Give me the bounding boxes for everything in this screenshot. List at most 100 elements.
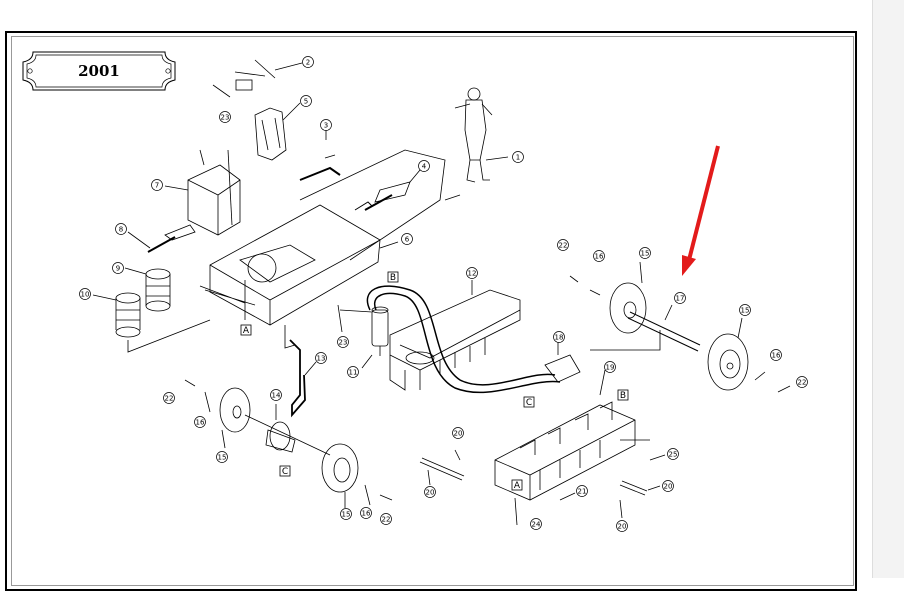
callout-text-20d: 20: [618, 523, 627, 531]
part-13-cable: [244, 280, 343, 418]
part-18-bracket: [544, 342, 581, 383]
callout-text-22c: 22: [559, 242, 568, 250]
callout-22d: [796, 376, 808, 388]
callout-23b: [337, 336, 349, 348]
callout-16a: [194, 416, 206, 428]
callout-text-22d: 22: [798, 379, 807, 387]
callout-text-24: 24: [532, 521, 541, 529]
callout-text-4: 4: [422, 163, 427, 171]
callout-text-7: 7: [155, 182, 159, 190]
part-12-frame: [389, 280, 521, 391]
callout-25: [667, 448, 679, 460]
callout-text-2: 2: [306, 59, 310, 67]
callout-2: [302, 56, 314, 68]
box-labels: A B C C B A: [240, 271, 629, 491]
part-7-box: [164, 149, 241, 236]
part-1-figure: [444, 87, 509, 201]
callout-15d: [739, 304, 751, 316]
callout-15c: [639, 247, 651, 259]
part-19-truck-frame: [494, 330, 661, 501]
callout-18: [553, 331, 565, 343]
part-11-motor: [339, 285, 561, 394]
callout-6: [401, 233, 413, 245]
callout-text-16c: 16: [595, 253, 604, 261]
callout-1: [512, 151, 524, 163]
part-5-clip: [254, 102, 301, 161]
callout-text-10: 10: [81, 291, 90, 299]
callout-9: [112, 262, 124, 274]
callout-text-15c: 15: [641, 250, 650, 258]
callout-5: [300, 95, 312, 107]
vertical-scrollbar[interactable]: [872, 0, 904, 578]
year-plaque: [22, 51, 176, 91]
callout-15a: [216, 451, 228, 463]
callout-7: [151, 179, 163, 191]
callout-11: [347, 366, 359, 378]
part-20-pins: [419, 449, 666, 526]
callout-text-23a: 23: [221, 114, 230, 122]
box-label-a: A: [243, 326, 250, 336]
part-9-10-cylinders: [92, 267, 211, 353]
callout-text-6: 6: [405, 236, 410, 244]
callout-text-5: 5: [304, 98, 308, 106]
callout-10: [79, 288, 91, 300]
year-label: 2001: [78, 62, 120, 80]
callout-text-16d: 16: [772, 352, 781, 360]
box-label-c: C: [282, 467, 288, 477]
callout-13: [315, 352, 327, 364]
callout-text-15b: 15: [342, 511, 351, 519]
part-17-rear-axle: [569, 261, 791, 393]
callout-text-21: 21: [578, 488, 587, 496]
callouts: [79, 56, 808, 532]
callout-22b: [380, 513, 392, 525]
callout-text-18: 18: [555, 334, 564, 342]
callout-text-12: 12: [468, 270, 477, 278]
callout-text-19: 19: [606, 364, 615, 372]
callout-numbers: 1 2 3 4 5 6 7 8 9 10 11 12 13 14 15 15 1…: [81, 59, 807, 531]
box-label-b: B: [390, 273, 396, 283]
callout-text-23b: 23: [339, 339, 348, 347]
callout-text-9: 9: [116, 265, 120, 273]
callout-20a: [452, 427, 464, 439]
part-8-lever: [127, 224, 196, 253]
exploded-parts-diagram: A B C C B A: [79, 56, 808, 532]
callout-19: [604, 361, 616, 373]
callout-23a: [219, 111, 231, 123]
callout-20c: [662, 480, 674, 492]
callout-22c: [557, 239, 569, 251]
callout-12: [466, 267, 478, 279]
callout-text-20b: 20: [426, 489, 435, 497]
callout-text-13: 13: [317, 355, 326, 363]
callout-text-22b: 22: [382, 516, 391, 524]
callout-8: [115, 223, 127, 235]
callout-text-15a: 15: [218, 454, 227, 462]
box-label-c-2: C: [526, 398, 532, 408]
box-label-b-2: B: [620, 391, 626, 401]
part-2-bracket: [212, 59, 303, 98]
callout-20b: [424, 486, 436, 498]
callout-15b: [340, 508, 352, 520]
callout-text-22a: 22: [165, 395, 174, 403]
callout-text-14: 14: [272, 392, 281, 400]
callout-text-15d: 15: [741, 307, 750, 315]
callout-text-17: 17: [676, 295, 685, 303]
callout-20d: [616, 520, 628, 532]
callout-16d: [770, 349, 782, 361]
callout-text-8: 8: [119, 226, 123, 234]
callout-16b: [360, 507, 372, 519]
callout-text-1: 1: [516, 154, 520, 162]
callout-3: [320, 119, 332, 131]
callout-16c: [593, 250, 605, 262]
callout-text-3: 3: [324, 122, 328, 130]
part-6-chassis: [199, 149, 446, 326]
callout-14: [270, 389, 282, 401]
callout-text-20a: 20: [454, 430, 463, 438]
callout-text-16a: 16: [196, 419, 205, 427]
red-arrow-icon: [682, 145, 720, 276]
callout-22a: [163, 392, 175, 404]
callout-text-16b: 16: [362, 510, 371, 518]
callout-text-25: 25: [669, 451, 678, 459]
callout-17: [674, 292, 686, 304]
part-3-4-wires: [299, 130, 421, 211]
part-14-front-axle: [184, 379, 393, 508]
